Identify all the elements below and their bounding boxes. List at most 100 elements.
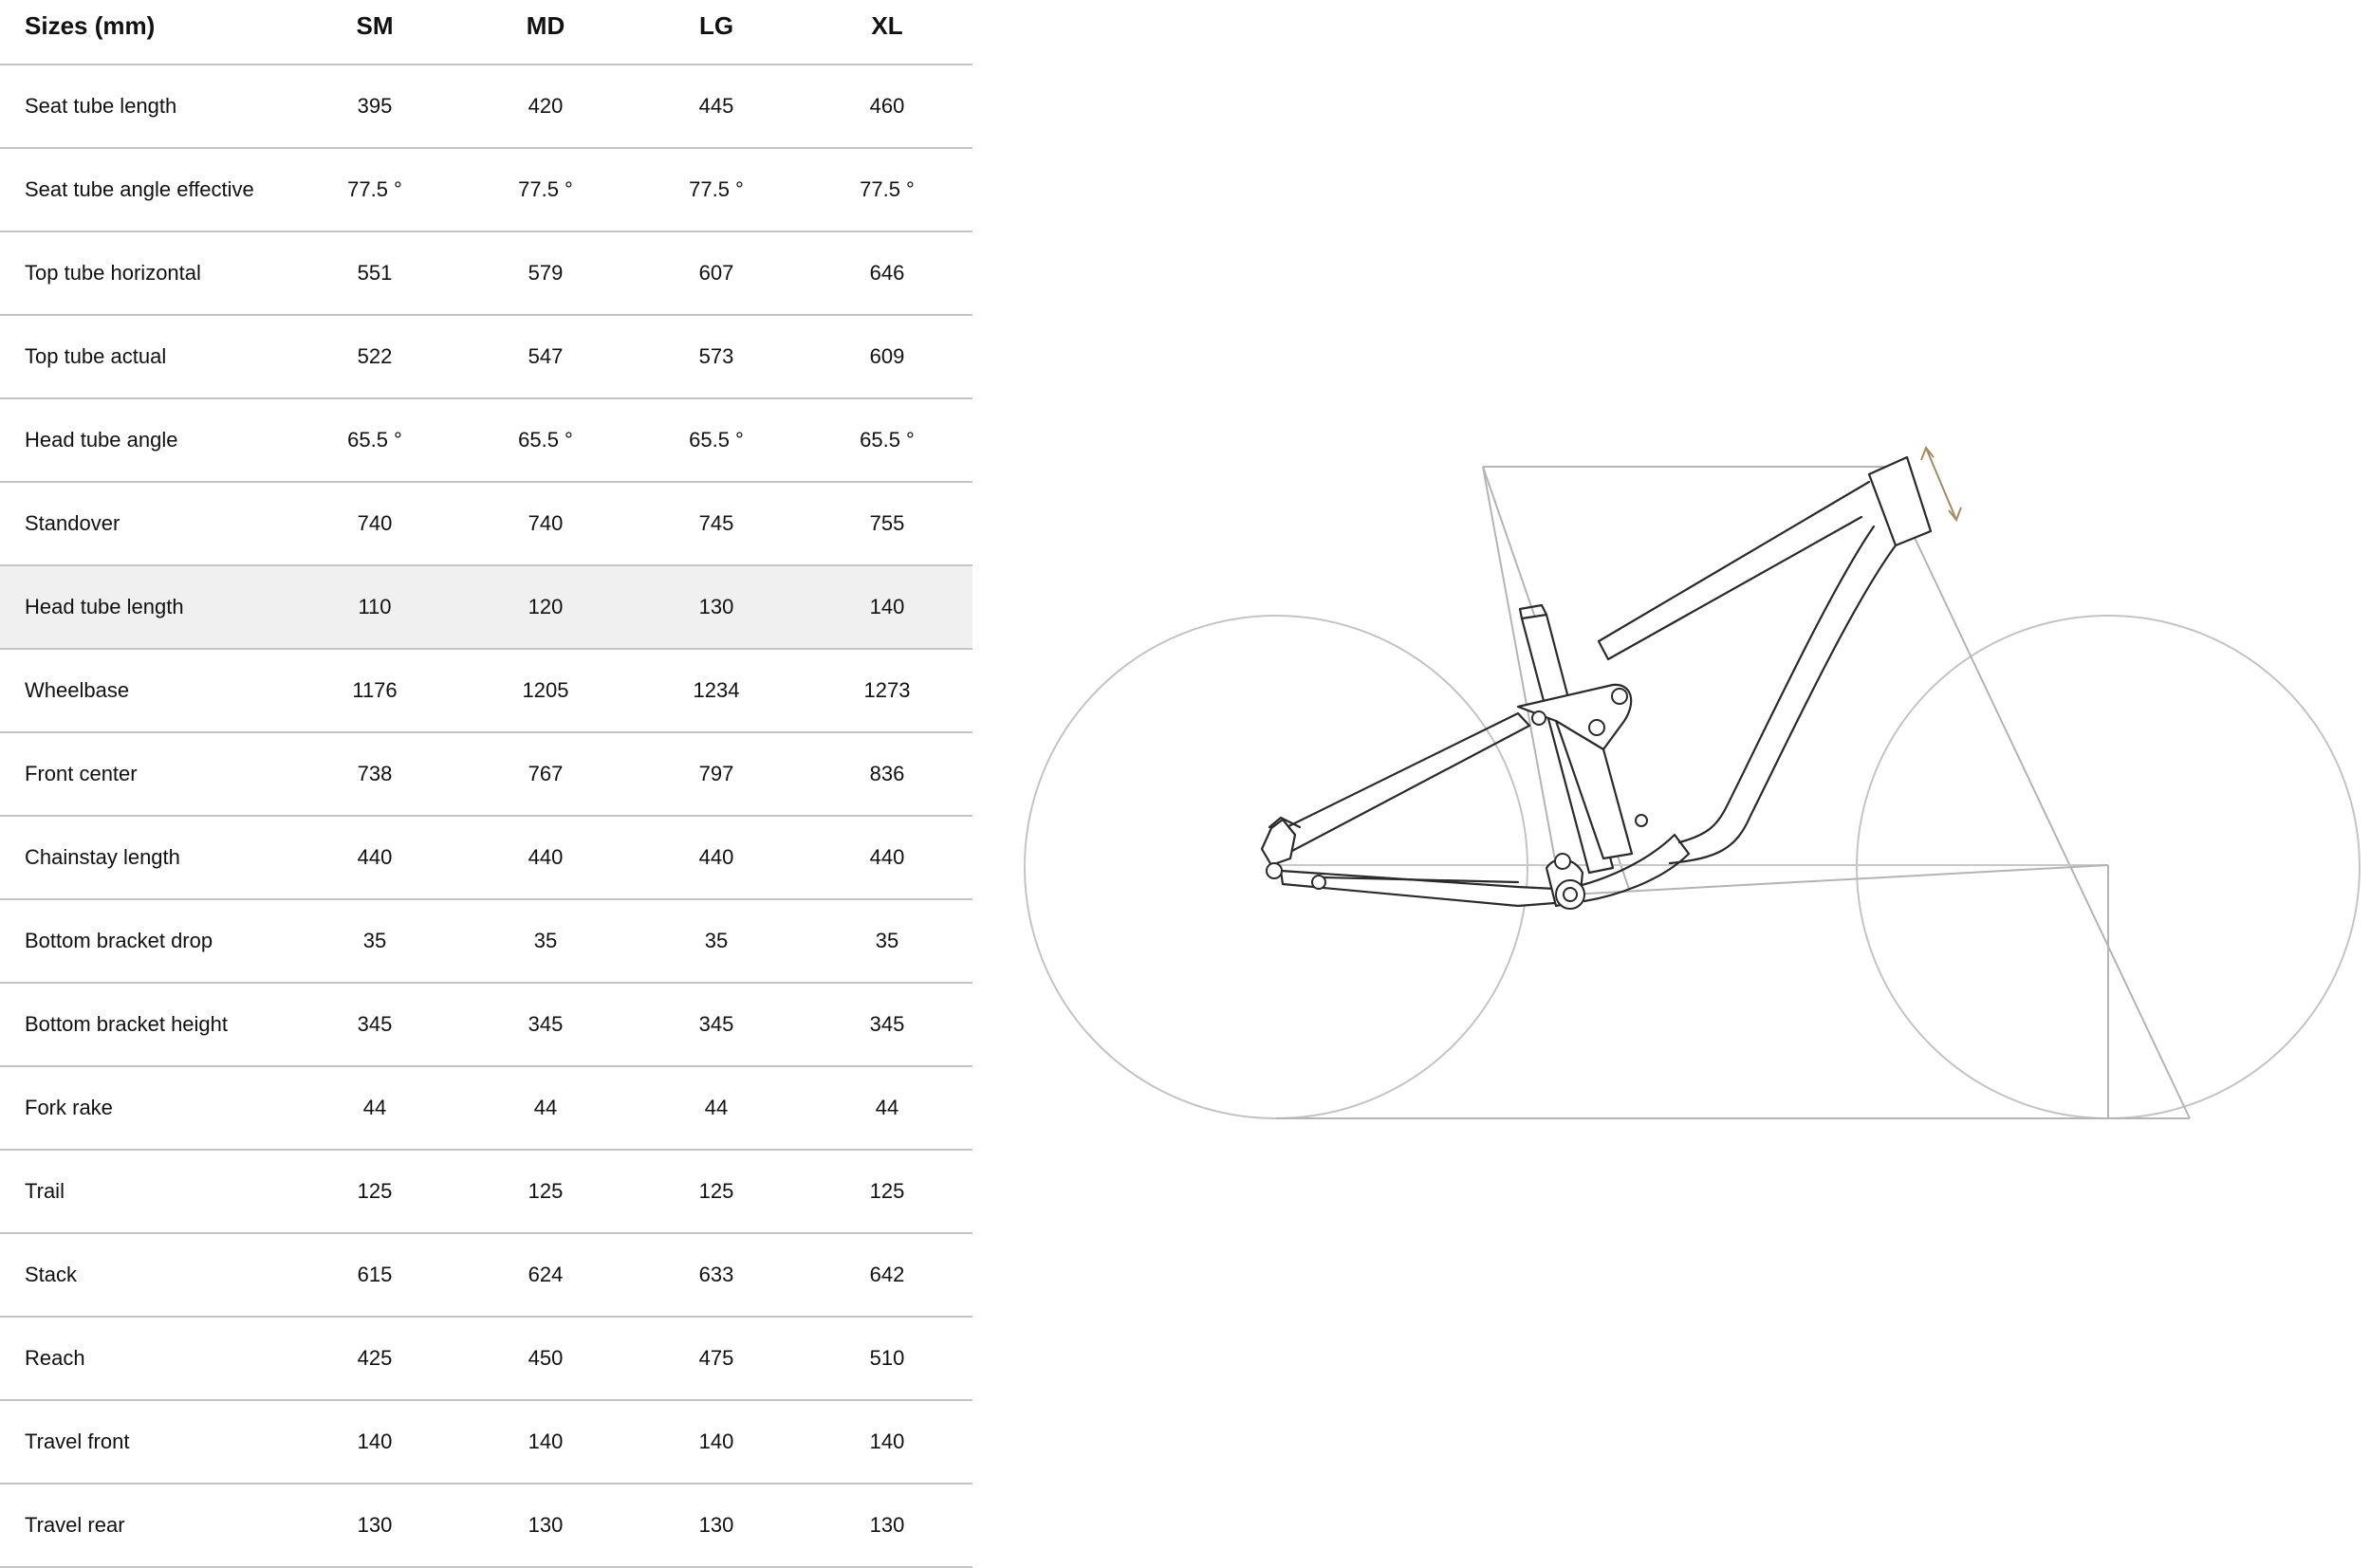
row-value-xl: 77.5 ° (802, 148, 972, 232)
row-value-lg: 445 (631, 65, 802, 149)
table-header-row: Sizes (mm) SM MD LG XL (0, 0, 972, 65)
row-value-lg: 633 (631, 1233, 802, 1318)
row-label: Bottom bracket drop (0, 899, 289, 984)
row-label: Travel front (0, 1400, 289, 1485)
row-value-lg: 130 (631, 1484, 802, 1568)
row-label: Reach (0, 1317, 289, 1401)
head-tube-outline (1867, 455, 1933, 547)
row-value-sm: 345 (289, 983, 460, 1067)
row-value-lg: 140 (631, 1400, 802, 1485)
row-value-md: 420 (460, 65, 631, 149)
row-label: Wheelbase (0, 649, 289, 733)
seat-stay-outline (1269, 711, 1531, 854)
row-label: Top tube actual (0, 315, 289, 399)
pivot-points (1266, 688, 1648, 910)
row-value-lg: 44 (631, 1066, 802, 1151)
chain-stay-outline (1279, 869, 1582, 908)
size-header-md: MD (460, 0, 631, 65)
row-value-sm: 522 (289, 315, 460, 399)
row-label: Trail (0, 1150, 289, 1234)
row-value-md: 65.5 ° (460, 398, 631, 483)
row-value-sm: 65.5 ° (289, 398, 460, 483)
row-value-lg: 573 (631, 315, 802, 399)
row-value-lg: 35 (631, 899, 802, 984)
row-value-lg: 125 (631, 1150, 802, 1234)
row-value-lg: 130 (631, 565, 802, 650)
row-value-md: 44 (460, 1066, 631, 1151)
brake-mount (1268, 816, 1302, 829)
row-value-md: 77.5 ° (460, 148, 631, 232)
pivot-seatstay (1531, 710, 1546, 726)
row-value-xl: 836 (802, 732, 972, 817)
row-label: Head tube angle (0, 398, 289, 483)
top-tube-outline (1597, 480, 1871, 661)
row-value-sm: 395 (289, 65, 460, 149)
row-value-sm: 35 (289, 899, 460, 984)
head-tube-length-arrow (1925, 447, 1957, 521)
row-value-md: 440 (460, 816, 631, 900)
row-value-lg: 345 (631, 983, 802, 1067)
row-value-sm: 615 (289, 1233, 460, 1318)
row-value-lg: 440 (631, 816, 802, 900)
row-value-md: 130 (460, 1484, 631, 1568)
row-value-sm: 740 (289, 482, 460, 566)
row-value-lg: 745 (631, 482, 802, 566)
row-value-sm: 425 (289, 1317, 460, 1401)
row-value-md: 1205 (460, 649, 631, 733)
pivot-dropout (1266, 862, 1283, 879)
row-value-lg: 797 (631, 732, 802, 817)
chain-stay-inner (1322, 876, 1520, 884)
front-center-line (1569, 864, 2109, 895)
row-value-xl: 140 (802, 1400, 972, 1485)
row-label: Chainstay length (0, 816, 289, 900)
row-value-md: 120 (460, 565, 631, 650)
bottom-bracket-inner (1563, 887, 1578, 902)
down-tube-inner (1677, 525, 1876, 844)
row-value-sm: 44 (289, 1066, 460, 1151)
row-label: Head tube length (0, 565, 289, 650)
row-value-md: 450 (460, 1317, 631, 1401)
row-value-md: 767 (460, 732, 631, 817)
row-value-xl: 35 (802, 899, 972, 984)
row-value-sm: 125 (289, 1150, 460, 1234)
row-value-lg: 607 (631, 231, 802, 316)
row-value-xl: 440 (802, 816, 972, 900)
row-value-xl: 44 (802, 1066, 972, 1151)
sizes-header: Sizes (mm) (0, 0, 289, 65)
row-value-sm: 77.5 ° (289, 148, 460, 232)
row-value-sm: 130 (289, 1484, 460, 1568)
row-value-lg: 475 (631, 1317, 802, 1401)
size-header-xl: XL (802, 0, 972, 65)
seat-angle-line (1482, 466, 1557, 866)
bike-frame-diagram (1024, 446, 2361, 1119)
row-value-md: 35 (460, 899, 631, 984)
row-label: Front center (0, 732, 289, 817)
row-label: Seat tube length (0, 65, 289, 149)
row-value-xl: 609 (802, 315, 972, 399)
row-value-md: 624 (460, 1233, 631, 1318)
row-label: Top tube horizontal (0, 231, 289, 316)
row-label: Standover (0, 482, 289, 566)
geometry-lines (1024, 466, 2361, 1119)
row-value-md: 140 (460, 1400, 631, 1485)
frame-outline (1260, 455, 1933, 908)
row-value-xl: 130 (802, 1484, 972, 1568)
row-value-md: 547 (460, 315, 631, 399)
arrow-head-top (1920, 446, 1935, 461)
seatpost-clamp (1518, 603, 1548, 620)
pivot-rocker-front (1588, 719, 1605, 736)
row-value-sm: 110 (289, 565, 460, 650)
size-header-lg: LG (631, 0, 802, 65)
